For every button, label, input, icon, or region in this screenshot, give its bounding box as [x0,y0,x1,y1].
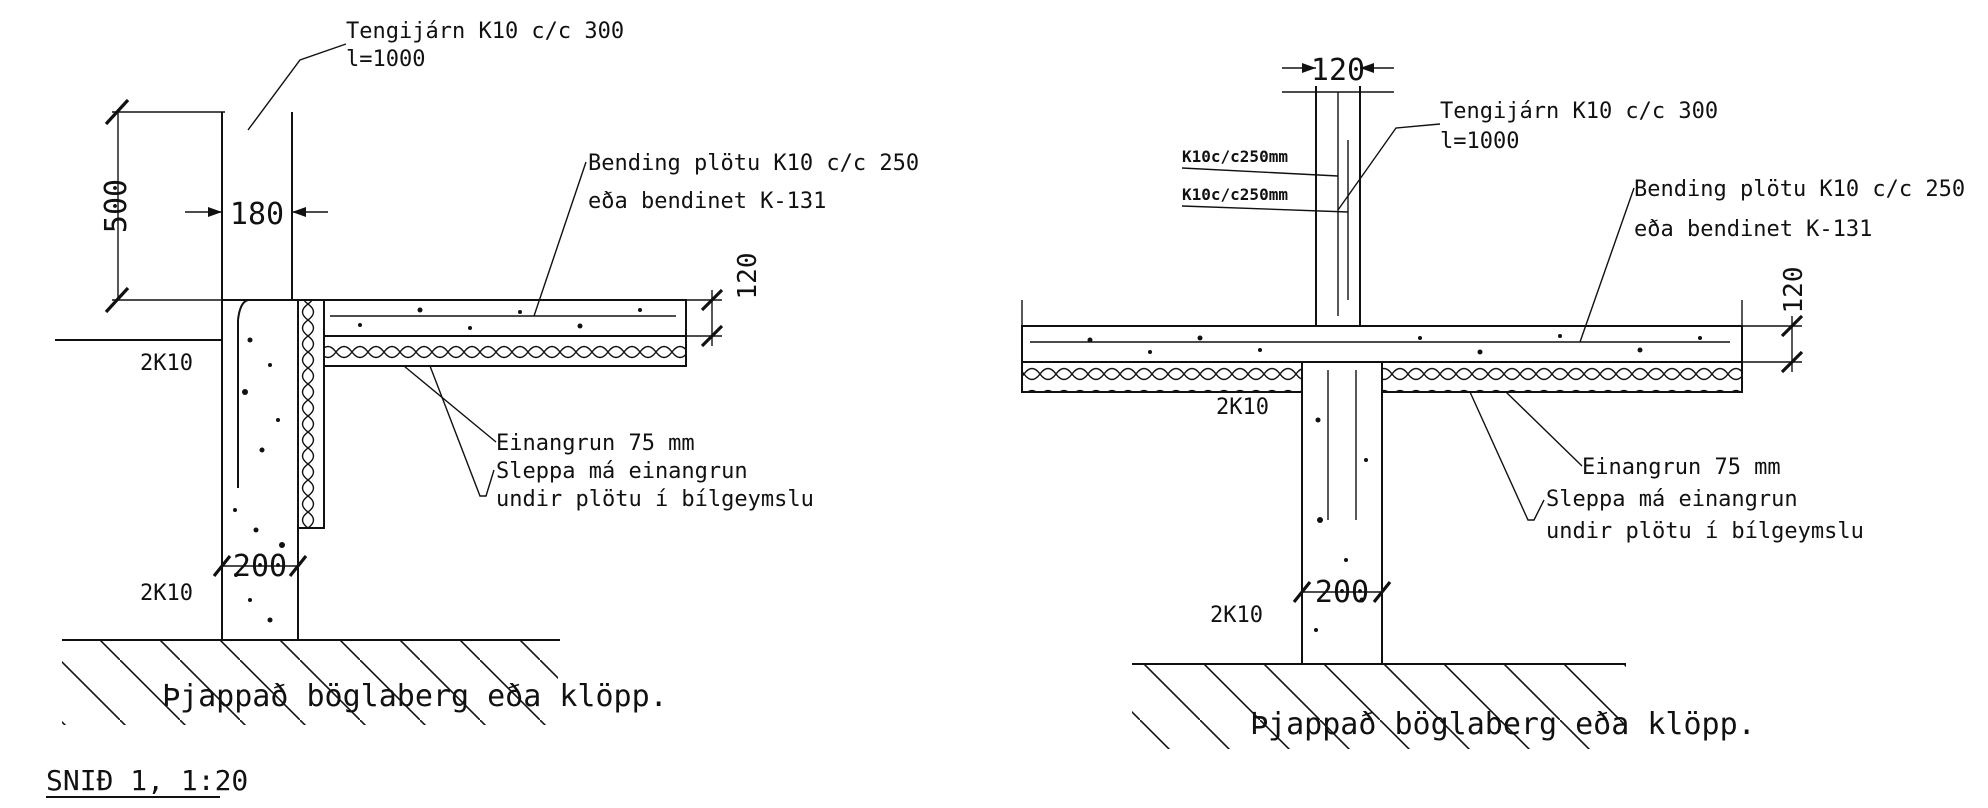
right-dim-120-top-label: 120 [1311,53,1365,88]
left-tengijarn-line1: Tengijárn K10 c/c 300 [346,19,624,44]
right-insulation-right [1381,361,1743,393]
left-detail: 500 180 120 [46,19,919,798]
right-einangrun-line1: Einangrun 75 mm [1582,455,1781,480]
left-dim-180-arrowhead-right [292,207,306,217]
right-ground-hatch [1132,665,1626,749]
left-einangrun-line3: undir plötu í bílgeymslu [496,487,814,512]
right-dim-120-side-label: 120 [1779,267,1809,314]
left-dim-200-label: 200 [233,549,287,584]
left-wall-rebar-hook [237,299,249,321]
right-tengijarn-line1: Tengijárn K10 c/c 300 [1440,99,1718,124]
right-dim-120-top-arrowhead-right [1360,63,1374,73]
left-rebar-bottom-label: 2K10 [140,581,193,606]
left-einangrun-line2: Sleppa má einangrun [496,459,748,484]
left-dim-500-tick-top [104,98,130,126]
right-dim-200-label: 200 [1315,575,1369,610]
right-concrete-aggregate [1087,334,1702,632]
section-title: SNIÐ 1, 1:20 [46,764,248,797]
left-dim-120-tick-bottom [700,324,724,348]
right-dim-120-top-arrowhead-left [1302,63,1316,73]
right-k10-label-b: K10c/c250mm [1182,185,1288,204]
left-dim-500-tick-bottom [104,286,130,314]
right-k10-label-a: K10c/c250mm [1182,147,1288,166]
right-bending-line2: eða bendinet K-131 [1634,217,1872,242]
left-slab-insulation [323,335,687,367]
right-einangrun-line2: Sleppa má einangrun [1546,487,1798,512]
left-tengijarn-leader [247,43,347,131]
left-bending-line1: Bending plötu K10 c/c 250 [588,151,919,176]
left-ground-hatch [62,641,558,725]
right-dim-200-tick-right [1372,581,1392,603]
left-ground-label: Þjappað böglaberg eða klöpp. [162,679,668,714]
left-vertical-insulation [297,299,325,529]
left-dim-500-label: 500 [99,179,134,233]
right-einangrun-leader-1 [1505,391,1583,467]
right-rebar-top-label: 2K10 [1216,395,1269,420]
left-dim-200-tick-left [212,555,232,577]
left-dim-120-tick-top [700,288,724,312]
left-bending-line2: eða bendinet K-131 [588,189,826,214]
left-tengijarn-line2: l=1000 [346,47,425,72]
right-bending-line1: Bending plötu K10 c/c 250 [1634,177,1965,202]
right-rebar-bottom-label: 2K10 [1210,603,1263,628]
right-dim-200-tick-left [1292,581,1312,603]
right-k10-leader-a [1181,167,1339,177]
left-einangrun-leader-1 [403,365,497,443]
right-slab [1021,325,1743,363]
left-dim-180-label: 180 [230,197,284,232]
right-wall [1301,361,1383,665]
left-dim-180-arrowhead-left [208,207,222,217]
right-einangrun-line3: undir plötu í bílgeymslu [1546,519,1864,544]
left-einangrun-leader-2 [429,365,495,497]
left-rebar-top-label: 2K10 [140,351,193,376]
left-dim-120-label: 120 [733,253,763,300]
left-wall [221,299,299,641]
right-k10-leader-b [1181,205,1349,213]
right-einangrun-leader-2 [1469,391,1545,521]
right-detail: 120 120 K10c/c250mm [1021,53,1965,749]
right-dim-120-side-tick-bottom [1780,350,1804,374]
left-dim-200-tick-right [288,555,308,577]
left-concrete-aggregate [233,307,642,623]
right-tengijarn-line2: l=1000 [1440,129,1519,154]
left-slab [323,299,687,337]
left-einangrun-line1: Einangrun 75 mm [496,431,695,456]
left-bending-leader [533,161,587,317]
right-bending-leader [1579,187,1635,343]
right-tengijarn-leader [1337,123,1441,211]
right-dim-120-side-tick-top [1780,314,1804,338]
right-insulation-left [1021,361,1317,393]
right-ground-label: Þjappað böglaberg eða klöpp. [1250,707,1756,742]
